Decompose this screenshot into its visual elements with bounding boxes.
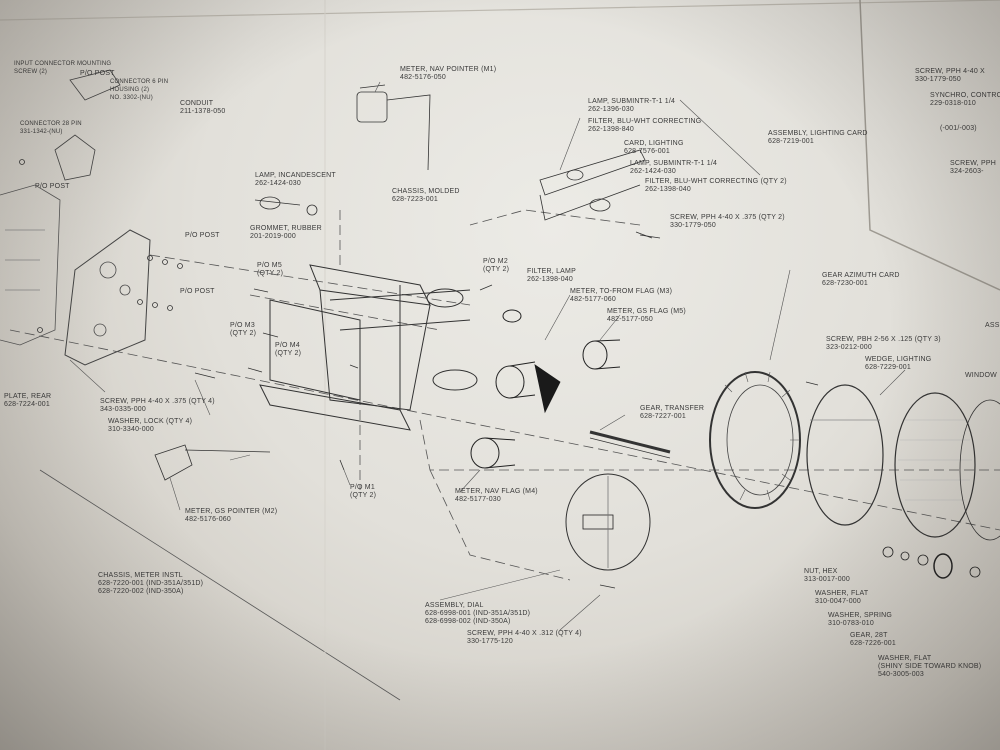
label-meter-to-from-flag: METER, TO-FROM FLAG (M3)482-5177-060 — [570, 288, 673, 303]
label-meter-gs-flag: METER, GS FLAG (M5)482-5177-050 — [607, 308, 686, 323]
label-pio-m5: P/O M5(QTY 2) — [257, 262, 284, 277]
label-pio-m4: P/O M4(QTY 2) — [275, 342, 302, 357]
label-pio-post: P/O POST — [180, 288, 215, 295]
label-meter-gs-pointer: METER, GS POINTER (M2)482-5176-060 — [185, 508, 278, 523]
label-screw-lighting: SCREW, PPH 4-40 X .375 (QTY 2)330-1779-0… — [670, 214, 785, 229]
label-window: WINDOW — [965, 372, 997, 379]
label-pio-m2: P/O M2(QTY 2) — [483, 258, 510, 273]
label-pio-m3: P/O M3(QTY 2) — [230, 322, 257, 337]
label-meter-nav-flag: METER, NAV FLAG (M4)482-5177-030 — [455, 488, 538, 503]
label-screw-pph-rear: SCREW, PPH 4-40 X .375 (QTY 4)343-0335-0… — [100, 398, 215, 413]
label-screw-dial: SCREW, PPH 4-40 X .312 (QTY 4)330-1775-1… — [467, 630, 582, 645]
label-meter-nav-pointer: METER, NAV POINTER (M1)482-5176-050 — [400, 66, 497, 81]
label-screw-pbh: SCREW, PBH 2-56 X .125 (QTY 3)323-0212-0… — [826, 336, 941, 351]
label-pio-m1: P/O M1(QTY 2) — [350, 484, 377, 499]
label-pio-post: P/O POST — [35, 183, 70, 190]
label-ass: ASS — [985, 322, 1000, 329]
label-filter-blu-wht-2: FILTER, BLU-WHT CORRECTING (QTY 2)262-13… — [645, 178, 787, 193]
label-washer-flat: WASHER, FLAT(SHINY SIDE TOWARD KNOB)540-… — [878, 655, 982, 678]
label-variant: (-001/-003) — [940, 125, 977, 132]
label-pio-post: P/O POST — [80, 70, 115, 77]
label-pio-post: P/O POST — [185, 232, 220, 239]
label-washer-lock: WASHER, LOCK (QTY 4)310-3340-000 — [108, 418, 193, 433]
